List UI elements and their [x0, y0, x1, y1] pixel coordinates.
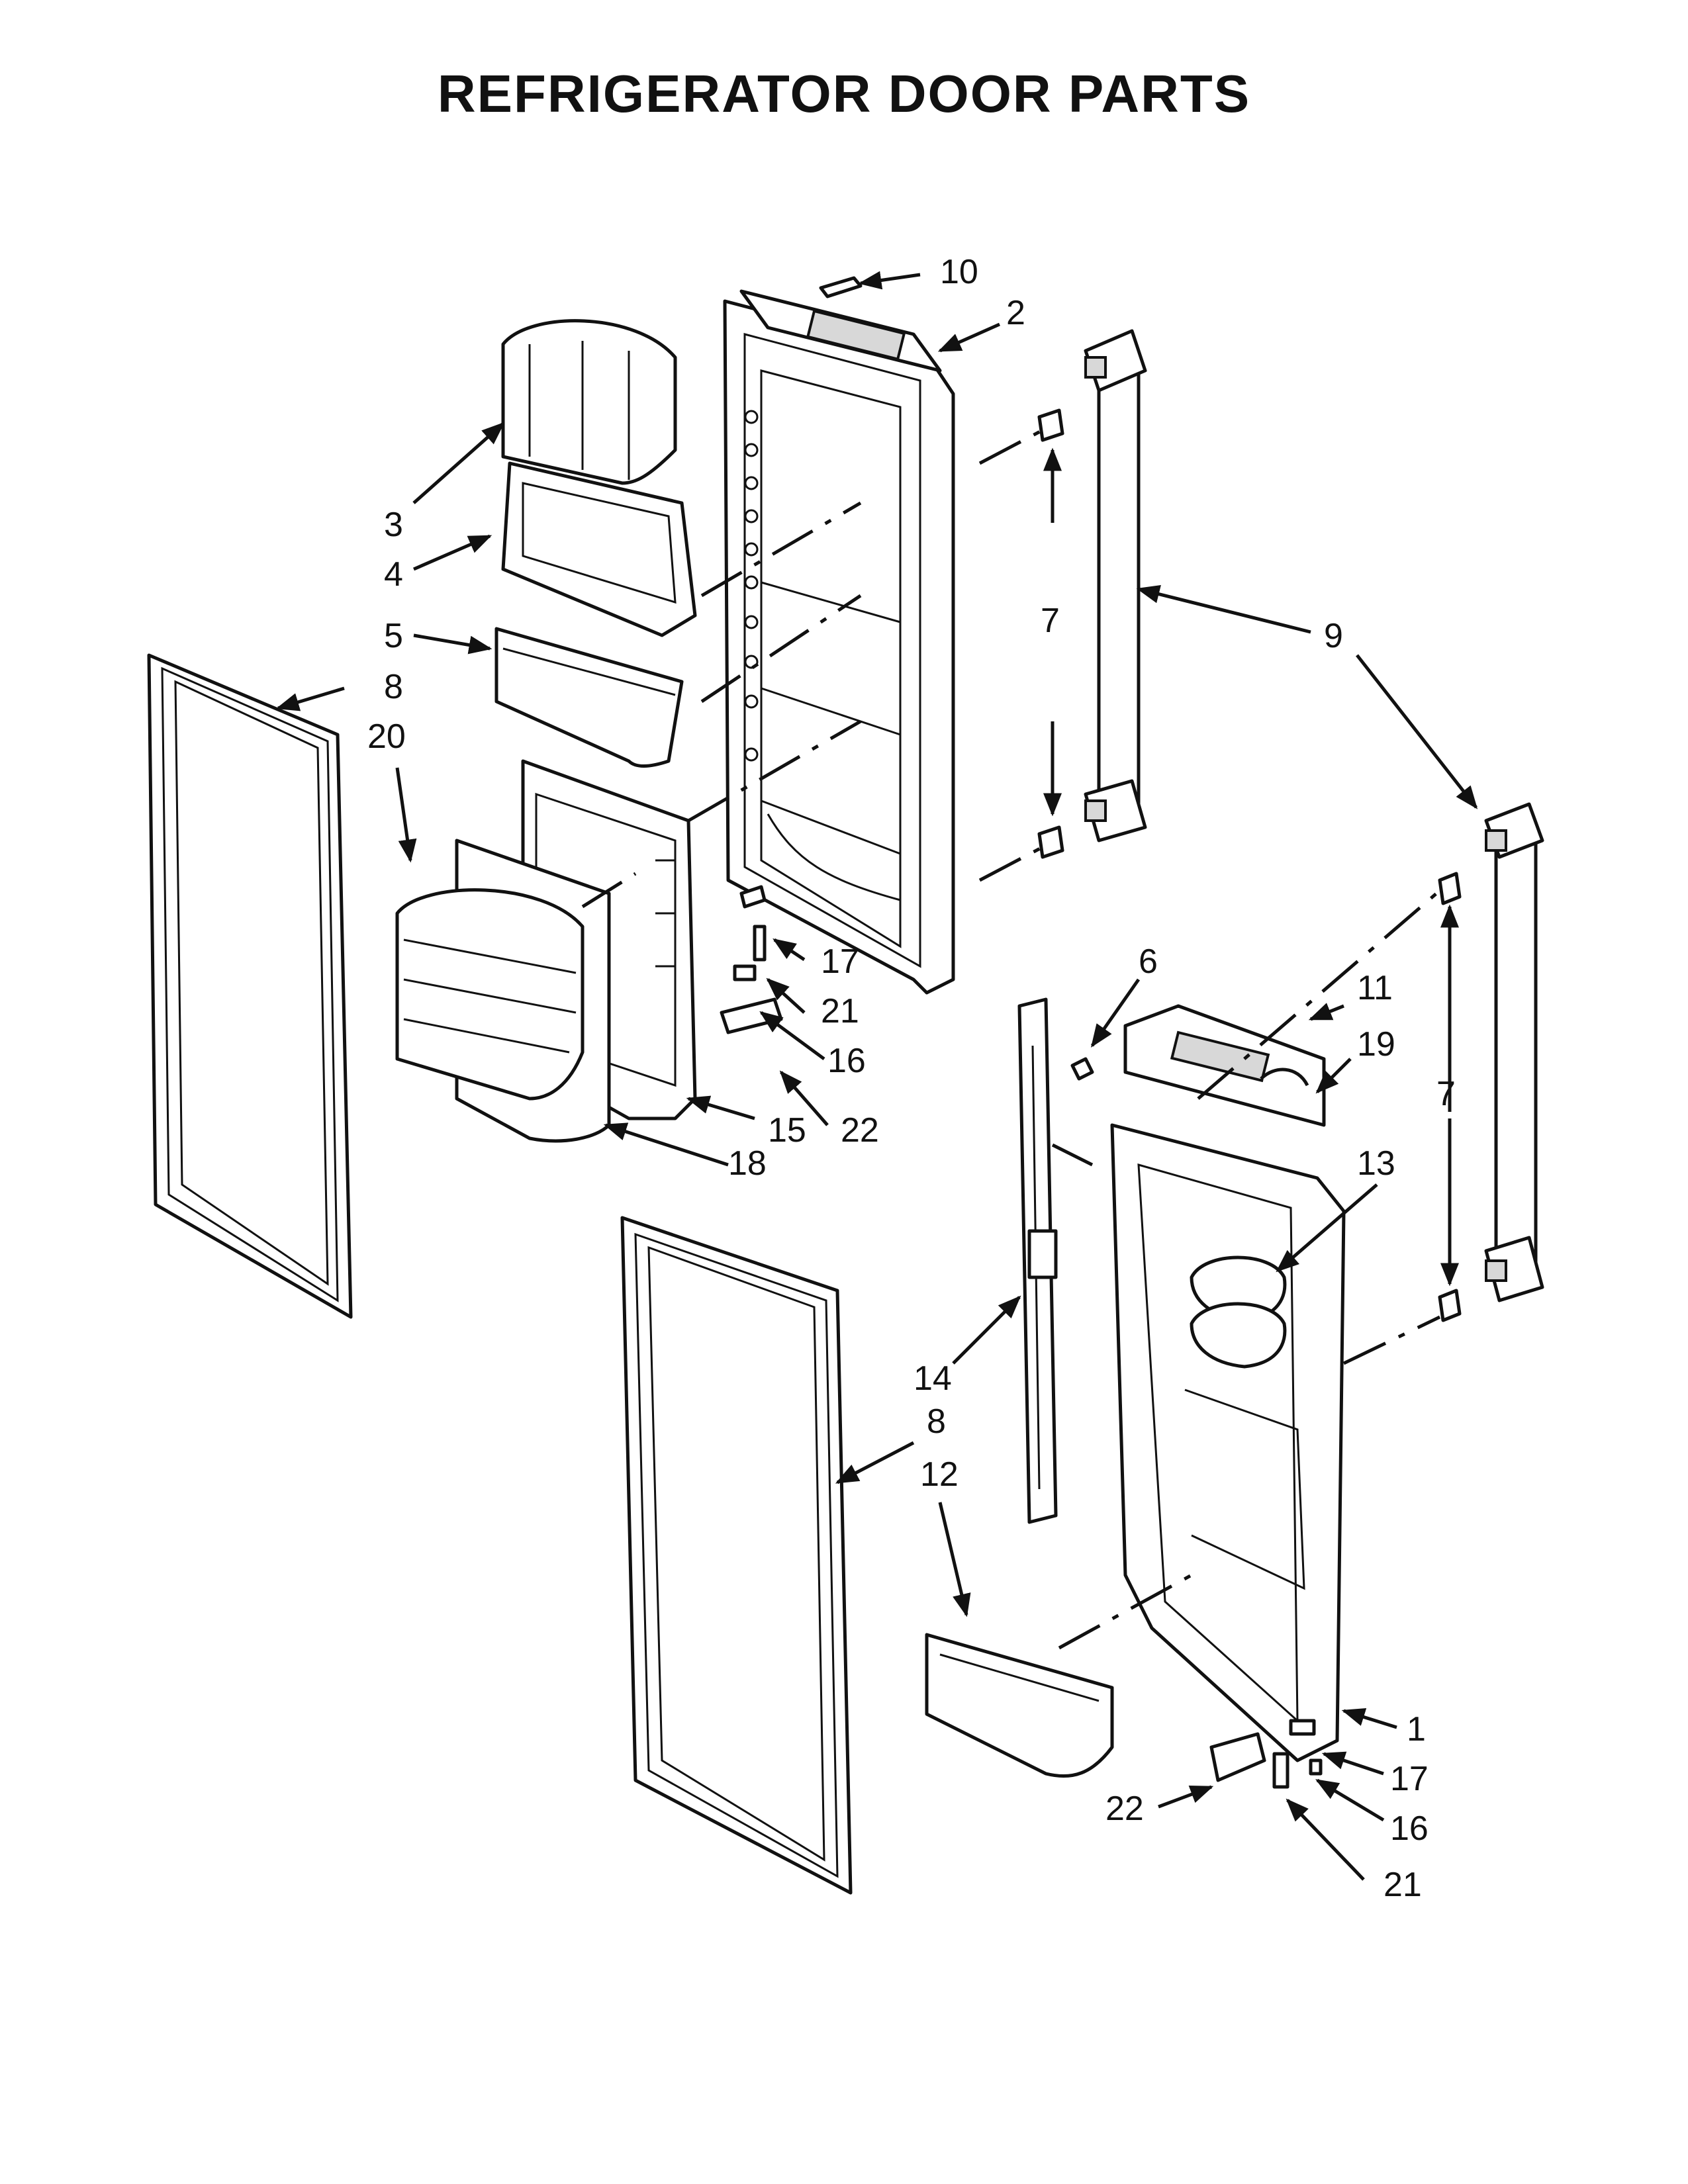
- callout-21-lower: 21: [1383, 1866, 1422, 1904]
- callout-7-upper: 7: [1041, 602, 1060, 640]
- upper-handle-screws: [1037, 408, 1064, 859]
- callout-1: 1: [1407, 1710, 1426, 1749]
- callout-13: 13: [1357, 1144, 1395, 1183]
- part-12-bin: [925, 1633, 1114, 1778]
- lower-door-liner: [1110, 1004, 1346, 1762]
- callout-8-lower: 8: [927, 1402, 946, 1441]
- callout-22-upper: 22: [841, 1111, 879, 1150]
- upper-gasket: [147, 653, 353, 1319]
- part-14-strip: [1017, 997, 1058, 1524]
- part-3-cover: [501, 319, 677, 485]
- part-4-bin: [501, 461, 697, 637]
- callout-22-lower: 22: [1105, 1790, 1144, 1828]
- part-10-clip: [819, 276, 863, 298]
- callout-21-upper: 21: [821, 992, 859, 1030]
- callout-10: 10: [940, 253, 978, 291]
- callout-16-upper: 16: [827, 1042, 866, 1080]
- callout-7-lower: 7: [1436, 1075, 1456, 1113]
- lower-handle: [1484, 802, 1544, 1302]
- callout-16-lower: 16: [1390, 1809, 1429, 1848]
- callout-8-upper: 8: [384, 668, 403, 706]
- leader-lines: [275, 271, 1478, 1881]
- callout-9: 9: [1324, 617, 1343, 655]
- page-title: REFRIGERATOR DOOR PARTS: [437, 64, 1251, 123]
- callout-2: 2: [1006, 294, 1025, 332]
- callout-20: 20: [367, 717, 406, 756]
- upper-handle: [1084, 329, 1147, 842]
- part-20-face: [395, 888, 585, 1101]
- callout-17-upper: 17: [821, 942, 859, 981]
- callout-15: 15: [768, 1111, 806, 1150]
- callout-5: 5: [384, 617, 403, 655]
- callout-3: 3: [384, 506, 403, 544]
- callout-18: 18: [728, 1144, 767, 1183]
- upper-door-liner: [723, 289, 955, 995]
- callout-11: 11: [1357, 969, 1393, 1007]
- callout-17-lower: 17: [1390, 1760, 1429, 1798]
- callout-6: 6: [1139, 942, 1158, 981]
- lower-gasket: [620, 1216, 853, 1895]
- part-5-bin: [494, 627, 684, 768]
- callout-4: 4: [384, 555, 403, 594]
- callout-12: 12: [920, 1455, 959, 1494]
- lower-handle-screws: [1438, 872, 1462, 1322]
- callout-14: 14: [914, 1359, 952, 1398]
- callout-labels: 10 2 3 4 5 7 9 8 20 17 21 16 22 15 18 6 …: [367, 253, 1456, 1904]
- callout-19: 19: [1357, 1025, 1395, 1064]
